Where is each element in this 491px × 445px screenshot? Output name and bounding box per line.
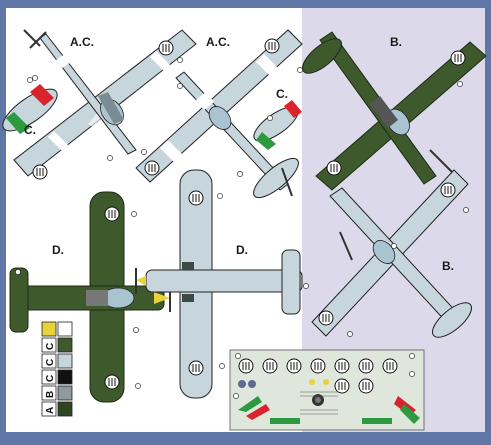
aircraft-mid-right [311,169,472,338]
legend-letter-a: A [45,407,56,414]
aircraft-mid-center [135,169,309,399]
scheme-label-tail-mid: C. [276,87,288,101]
scheme-label-top-right: B. [390,35,402,49]
aircraft-mid-left [9,191,171,403]
tail-detail-lower-mid [253,157,299,199]
aircraft-top-right [297,31,487,197]
scheme-label-top-mid: A.C. [206,35,230,49]
scheme-label-mid-center: D. [236,243,248,257]
legend-letter-c2: C [45,359,56,366]
scheme-label-top-left: A.C. [70,35,94,49]
aircraft-top-left [13,29,197,180]
legend-letter-c1: C [45,375,56,382]
tail-detail-left [2,77,58,134]
decal-sheet [229,349,425,431]
scheme-label-mid-right: B. [442,259,454,273]
scheme-label-mid-left: D. [52,243,64,257]
color-legend: A B C C C [41,321,73,417]
scheme-label-tail-left: C. [24,123,36,137]
legend-letter-b: B [45,391,56,398]
legend-letter-c3: C [45,343,56,350]
tail-detail-mid [253,100,302,150]
